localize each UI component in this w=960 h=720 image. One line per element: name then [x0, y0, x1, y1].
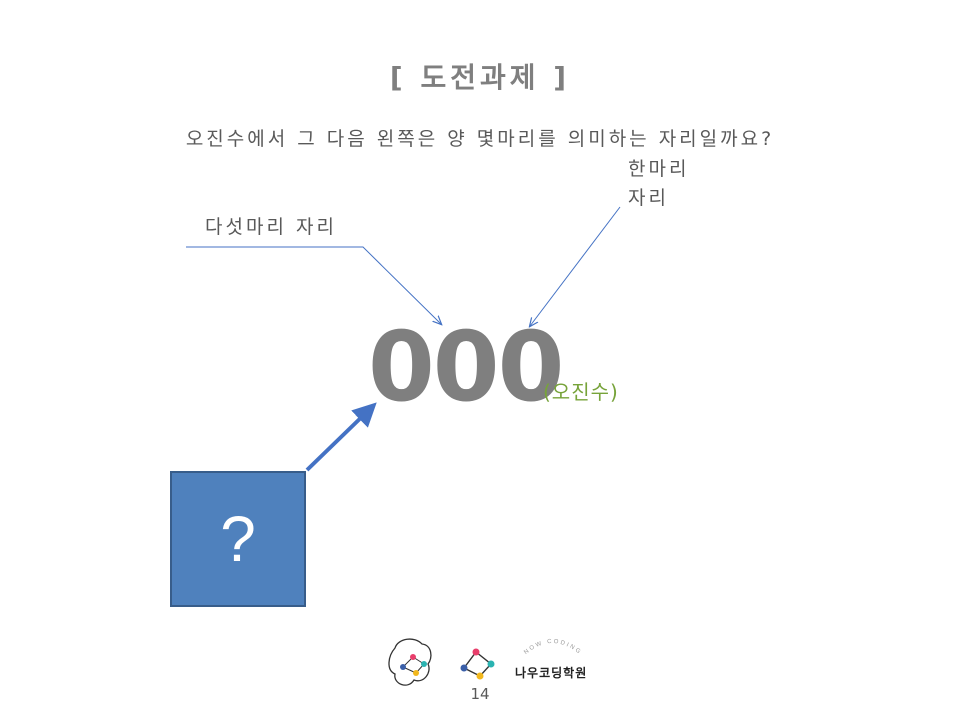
- next-place-arrow: [305, 402, 377, 472]
- number-suffix: (오진수): [543, 380, 619, 404]
- network-logo-icon: [460, 648, 495, 680]
- one-place-arrow: [530, 206, 621, 326]
- base5-number: 000: [368, 311, 564, 423]
- five-place-arrow: [186, 246, 441, 324]
- brand-arc-text: NOW CODING: [523, 639, 582, 656]
- slide-title: [ 도전과제 ]: [389, 61, 571, 94]
- page-number: 14: [470, 685, 490, 703]
- question-text: 오진수에서 그 다음 왼쪽은 양 몇마리를 의미하는 자리일까요?: [185, 128, 775, 150]
- label-one-place: 한마리 자리: [628, 155, 689, 213]
- label-one-line1: 한마리: [628, 158, 690, 180]
- brand-name: 나우코딩학원: [515, 666, 588, 680]
- brain-logo-icon: [388, 638, 432, 686]
- question-mark: ?: [220, 503, 256, 575]
- label-five-place: 다섯마리 자리: [205, 216, 337, 238]
- label-one-line2: 자리: [628, 187, 669, 209]
- unknown-place-box: ?: [170, 471, 306, 607]
